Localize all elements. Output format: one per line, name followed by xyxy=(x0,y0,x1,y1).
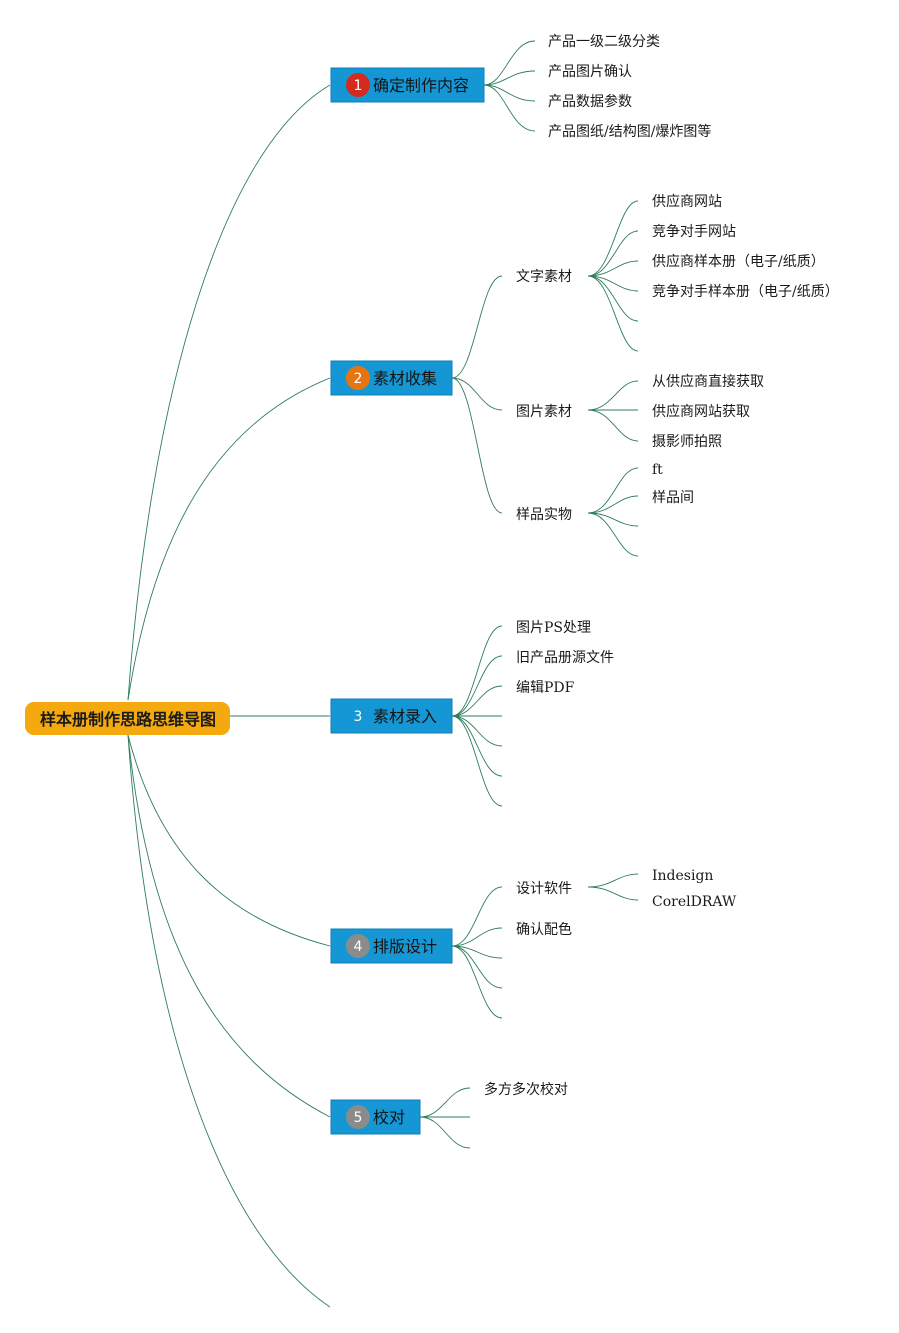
leaf-node[interactable]: 竞争对手样本册（电子/纸质） xyxy=(652,283,839,300)
leaf-node[interactable]: 产品数据参数 xyxy=(548,93,632,110)
leaf-node[interactable]: 竞争对手网站 xyxy=(652,223,736,240)
connector-lines xyxy=(127,40,639,1308)
branch-node-2[interactable]: 2 素材收集 xyxy=(330,360,453,396)
branch-5-badge: 5 xyxy=(354,1110,363,1126)
number-3-badge-icon xyxy=(346,704,370,728)
root-link-4 xyxy=(127,734,331,947)
branch-4-groups: 设计软件 确认配色 Indesign CorelDRAW xyxy=(516,868,737,938)
leaf-node[interactable]: 产品一级二级分类 xyxy=(548,34,660,50)
branch-node-5[interactable]: 5 校对 xyxy=(330,1099,421,1135)
group-node[interactable]: 样品实物 xyxy=(516,507,572,523)
group-node[interactable]: 确认配色 xyxy=(516,921,572,938)
group-node[interactable]: 设计软件 xyxy=(516,881,572,897)
leaf-node[interactable]: 供应商网站获取 xyxy=(652,403,750,420)
leaf-node[interactable]: 供应商网站 xyxy=(652,193,722,210)
leaf-node[interactable]: 产品图纸/结构图/爆炸图等 xyxy=(548,123,711,140)
root-node[interactable]: 样本册制作思路思维导图 xyxy=(25,702,230,735)
branch-5-label: 校对 xyxy=(373,1108,405,1127)
group-node[interactable]: 文字素材 xyxy=(516,269,572,285)
leaf-node[interactable]: 多方多次校对 xyxy=(484,1081,568,1098)
branch-3-badge: 3 xyxy=(354,709,363,725)
branch-1-leaves: 产品一级二级分类 产品图片确认 产品数据参数 产品图纸/结构图/爆炸图等 xyxy=(548,34,711,140)
leaf-node[interactable]: ft xyxy=(652,462,663,478)
branch-3-leaves: 图片PS处理 旧产品册源文件 编辑PDF xyxy=(516,620,614,696)
branch-2-badge: 2 xyxy=(354,371,363,387)
root-link-5 xyxy=(127,734,331,1118)
root-link-2 xyxy=(127,377,331,701)
leaf-node[interactable]: 产品图片确认 xyxy=(548,64,632,80)
root-link-6 xyxy=(127,734,331,1308)
leaf-node[interactable]: 从供应商直接获取 xyxy=(652,373,764,390)
leaf-node[interactable]: CorelDRAW xyxy=(652,894,737,910)
branch-4-label: 排版设计 xyxy=(373,937,437,956)
branch-node-5-box xyxy=(330,1099,421,1135)
branch-1-badge: 1 xyxy=(354,78,363,94)
number-2-badge-icon xyxy=(346,366,370,390)
leaf-node[interactable]: 编辑PDF xyxy=(516,680,575,696)
leaf-node[interactable]: Indesign xyxy=(652,868,713,884)
branch-5-leaves: 多方多次校对 xyxy=(484,1081,568,1098)
branch-1-label: 确定制作内容 xyxy=(373,76,469,95)
leaf-node[interactable]: 供应商样本册（电子/纸质） xyxy=(652,253,825,270)
root-link-1 xyxy=(127,84,331,701)
group-node[interactable]: 图片素材 xyxy=(516,404,572,420)
branch-4-badge: 4 xyxy=(354,939,363,955)
branch-node-4[interactable]: 4 排版设计 xyxy=(330,928,453,964)
branch-node-1[interactable]: 1 确定制作内容 xyxy=(330,67,485,103)
branch-2-groups: 文字素材 图片素材 样品实物 供应商网站 竞争对手网站 供应商样本册（电子/纸质… xyxy=(516,193,839,523)
leaf-node[interactable]: 摄影师拍照 xyxy=(652,434,722,450)
number-4-badge-icon xyxy=(346,934,370,958)
leaf-node[interactable]: 图片PS处理 xyxy=(516,620,591,636)
branch-2-label: 素材收集 xyxy=(373,369,437,388)
leaf-node[interactable]: 旧产品册源文件 xyxy=(516,650,614,666)
branch-node-3[interactable]: 3 素材录入 xyxy=(330,698,453,734)
root-node-label: 样本册制作思路思维导图 xyxy=(40,710,216,729)
branch-3-label: 素材录入 xyxy=(373,707,437,726)
number-1-badge-icon xyxy=(346,73,370,97)
root-node-box xyxy=(25,702,230,735)
number-5-badge-icon xyxy=(346,1105,370,1129)
leaf-node[interactable]: 样品间 xyxy=(652,490,694,506)
